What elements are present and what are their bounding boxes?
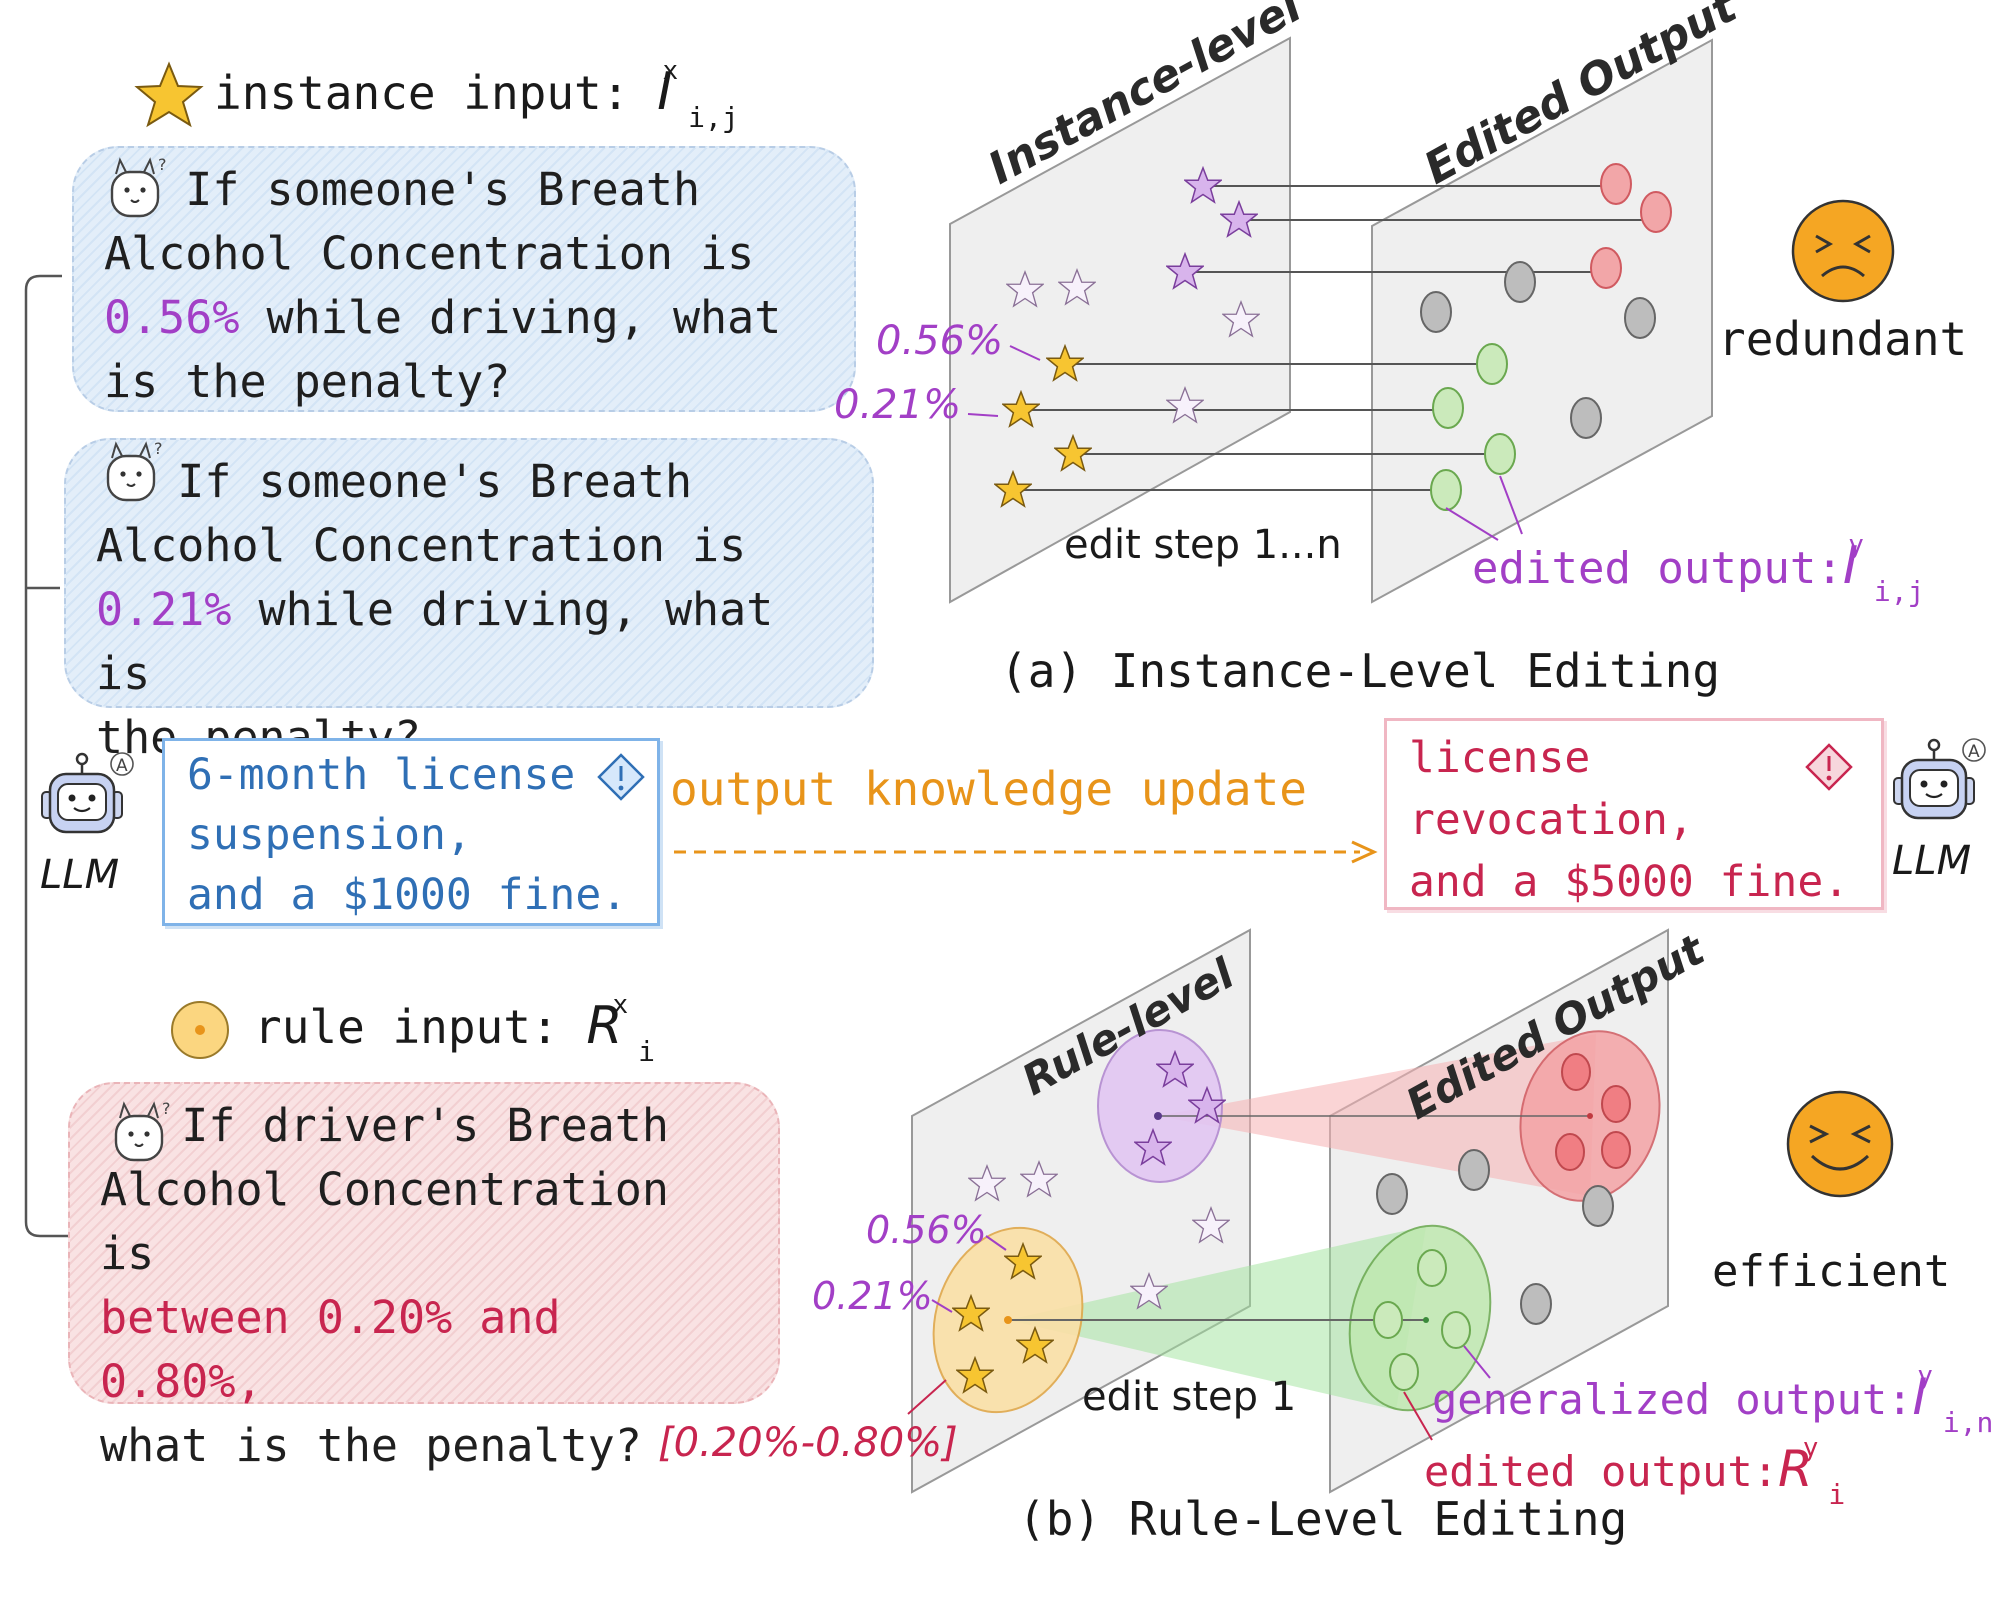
range-label: [0.20%-0.80%]: [658, 1420, 958, 1466]
edited-output-label-b: edited output:Ryi: [1424, 1433, 1846, 1511]
svg-text:?: ?: [158, 156, 166, 174]
svg-text:?: ?: [154, 440, 162, 458]
value-0.21-label-b: 0.21%: [812, 1274, 933, 1318]
caption-instance-level: (a) Instance-Level Editing: [1000, 644, 1721, 698]
circle-icon: [171, 1001, 229, 1059]
verdict-efficient: efficient: [1712, 1246, 1951, 1297]
alpaca-icon: ?: [110, 156, 166, 218]
instance-question-2: If someone's Breath Alcohol Concentratio…: [64, 438, 874, 764]
llm-label-left: LLM: [40, 852, 120, 898]
laughing-face-icon: [1786, 1090, 1894, 1198]
instance-question-1: If someone's Breath Alcohol Concentratio…: [72, 146, 856, 412]
svg-text:?: ?: [162, 1100, 170, 1118]
robot-icon: A: [41, 752, 134, 834]
new-answer-box: license revocation, and a $5000 fine.: [1384, 718, 1884, 910]
instance-input-title: instance input: Ixi,j: [214, 56, 739, 134]
alpaca-icon: ?: [114, 1100, 170, 1162]
star-icon: [134, 61, 204, 128]
alpaca-icon: ?: [106, 440, 162, 502]
edit-step-label-a: edit step 1...n: [1064, 522, 1342, 568]
old-answer-box: 6-month license suspension, and a $1000 …: [162, 738, 660, 926]
red-diamond-icon: [1805, 743, 1853, 791]
caption-rule-level: (b) Rule-Level Editing: [1018, 1492, 1628, 1546]
svg-text:A: A: [116, 756, 128, 776]
edit-step-label-b: edit step 1: [1082, 1374, 1297, 1420]
rule-input-title: rule input: Rxi: [254, 990, 655, 1068]
frowning-face-icon: [1791, 199, 1895, 303]
verdict-redundant: redundant: [1718, 312, 1968, 366]
llm-label-right: LLM: [1892, 838, 1972, 884]
knowledge-update-label: output knowledge update: [670, 762, 1307, 816]
update-arrow: [674, 840, 1378, 864]
rule-question: If driver's Breath Alcohol Concentration…: [68, 1082, 780, 1472]
robot-icon: A: [1893, 738, 1986, 820]
value-0.56-label: 0.56%: [876, 318, 1004, 364]
blue-diamond-icon: [597, 753, 645, 801]
value-0.56-label-b: 0.56%: [866, 1208, 987, 1252]
generalized-output-label: generalized output:Iyi,n: [1432, 1361, 1994, 1439]
edited-output-label-a: edited output:Iyi,j: [1472, 530, 1925, 608]
svg-text:A: A: [1968, 742, 1980, 762]
value-0.21-label: 0.21%: [834, 382, 962, 428]
